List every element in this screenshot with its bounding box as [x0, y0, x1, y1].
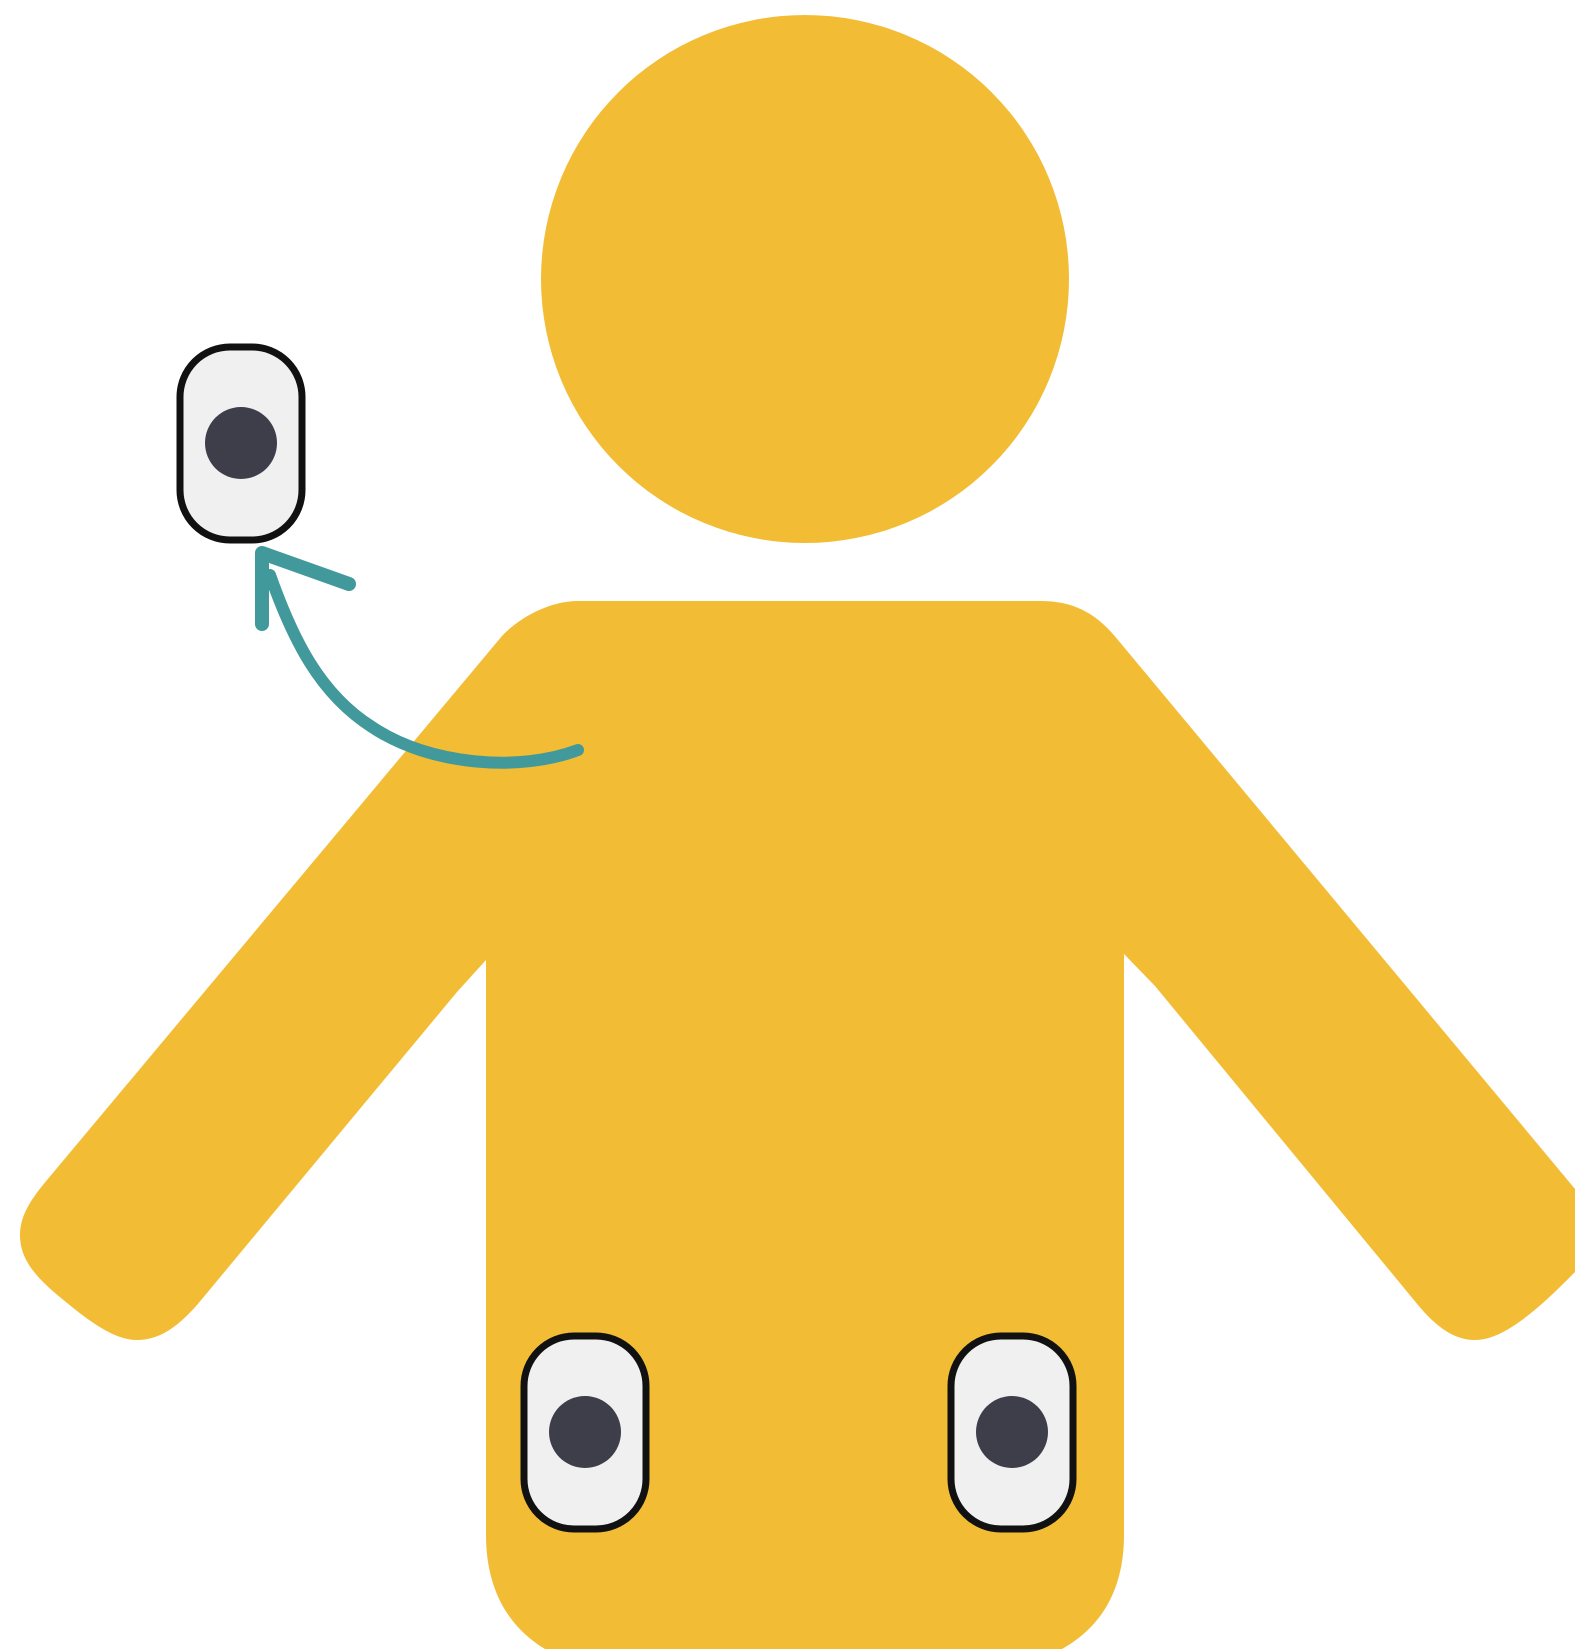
torso-and-arms: [20, 601, 1575, 1649]
electrode-lower-left: [524, 1336, 646, 1529]
electrode-snap-icon: [976, 1396, 1048, 1468]
electrode-lower-right: [951, 1336, 1073, 1529]
head: [541, 15, 1069, 543]
human-figure: [20, 15, 1575, 1649]
electrode-removed: [180, 347, 302, 540]
electrode-snap-icon: [549, 1396, 621, 1468]
electrode-snap-icon: [205, 407, 277, 479]
